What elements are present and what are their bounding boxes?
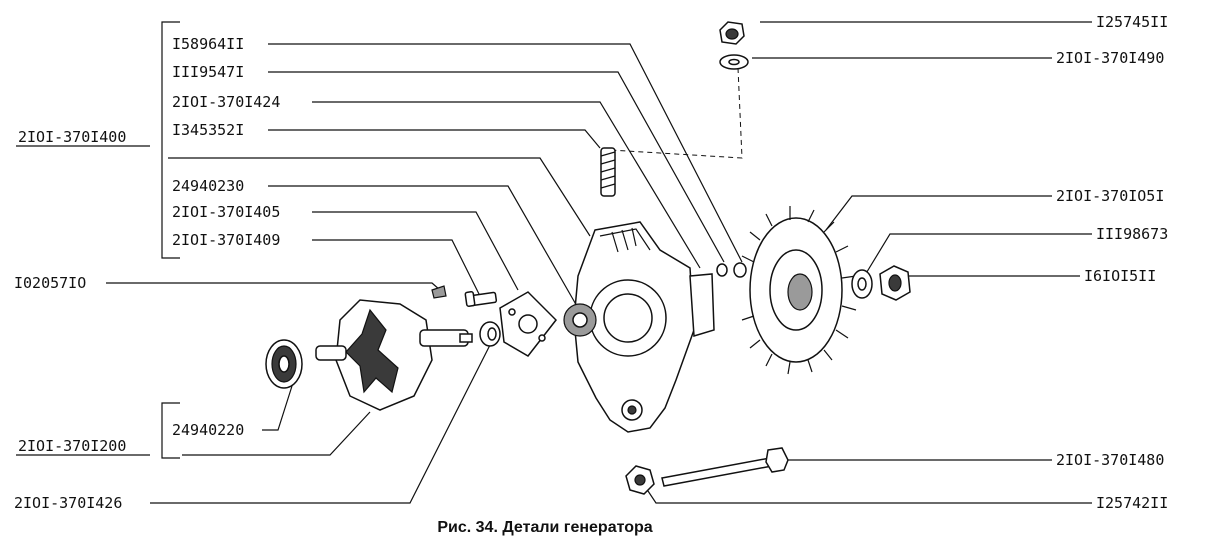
label-p9: 2IOI-370I405 [172, 203, 280, 221]
small-washer-2-icon [733, 262, 747, 278]
leader-p10 [312, 239, 481, 297]
small-screw-icon [464, 291, 498, 307]
leader-p12 [825, 195, 1052, 231]
label-p1: I25745II [1096, 13, 1168, 31]
front-cover-icon [563, 221, 715, 433]
rotor-icon [315, 299, 473, 411]
label-p10: 2IOI-370I409 [172, 231, 280, 249]
top-washer-icon [719, 54, 749, 70]
label-p16: 2IOI-370I200 [18, 437, 126, 455]
fan-icon [741, 206, 857, 375]
label-p4: III9547I [172, 63, 244, 81]
spacer-ring-icon [479, 321, 501, 347]
bracket-2101-3701200 [161, 402, 180, 459]
bracket-2101-3701400 [161, 21, 180, 259]
label-p19: I25742II [1096, 494, 1168, 512]
label-p3: I58964II [172, 35, 244, 53]
label-p17: 2IOI-370I426 [14, 494, 122, 512]
label-p5: 2IOI-370I424 [172, 93, 280, 111]
pulley-nut-icon [879, 265, 911, 301]
label-p2: 2IOI-370I490 [1056, 49, 1164, 67]
label-p7: 2IOI-370I400 [18, 128, 126, 146]
leader-p16-link [182, 411, 371, 456]
label-p14: I6IOI5II [1084, 267, 1156, 285]
leader-p3 [268, 43, 743, 263]
leader-p11 [106, 282, 441, 291]
gasket-plate-icon [499, 291, 557, 357]
label-p6: I345352I [172, 121, 244, 139]
leader-p8 [268, 185, 579, 309]
long-bolt-icon [661, 447, 789, 487]
leader-p6 [268, 129, 601, 149]
leader-p13 [861, 233, 1092, 281]
label-p13: III98673 [1096, 225, 1168, 243]
bearing-icon [265, 339, 303, 389]
top-nut-icon [719, 21, 745, 45]
leader-p5 [312, 101, 701, 269]
leader-p9 [312, 211, 519, 291]
assembly-axis [609, 67, 743, 159]
key-icon [431, 285, 447, 299]
label-p18: 2IOI-370I480 [1056, 451, 1164, 469]
leader-p4 [268, 71, 725, 263]
label-p8: 24940230 [172, 177, 244, 195]
pulley-washer-icon [851, 269, 873, 299]
small-washer-1-icon [716, 263, 728, 277]
label-p12: 2IOI-370IO5I [1056, 187, 1164, 205]
leader-p7-link [168, 157, 591, 237]
figure-caption: Рис. 34. Детали генератора [437, 519, 652, 536]
label-p11: I02057IO [14, 274, 86, 292]
leader-p19 [641, 481, 1092, 504]
stud-icon [600, 147, 616, 197]
leader-p17 [150, 344, 491, 504]
label-p15: 24940220 [172, 421, 244, 439]
bottom-nut-icon [625, 465, 655, 495]
leader-p15 [262, 385, 293, 431]
